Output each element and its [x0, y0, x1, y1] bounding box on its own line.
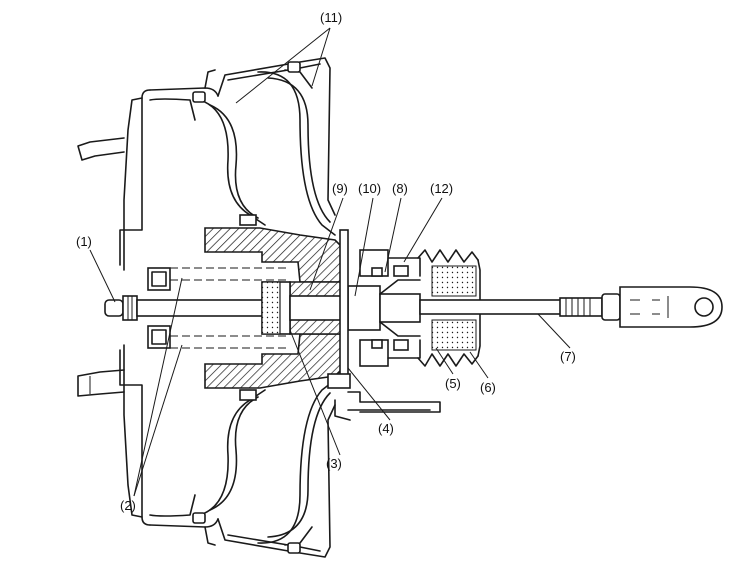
return-spring [170, 267, 290, 349]
leader-lines [89, 27, 571, 497]
callout-12: (12) [430, 181, 453, 196]
reaction-disc [261, 281, 281, 335]
callout-4: (4) [378, 421, 394, 436]
valve-plunger [289, 279, 421, 337]
poppet-valve [359, 249, 421, 367]
clevis [619, 286, 723, 328]
operating-rod [419, 293, 621, 321]
callout-11: (11) [320, 10, 342, 25]
rear-mounting-bolts [334, 391, 441, 421]
callout-8: (8) [392, 181, 408, 196]
callout-1: (1) [76, 234, 92, 249]
air-filter [431, 265, 477, 351]
callout-6: (6) [480, 380, 496, 395]
diaphragm-left [199, 99, 266, 516]
callout-7: (7) [560, 349, 576, 364]
callout-5: (5) [445, 376, 461, 391]
shell-seals [192, 61, 301, 554]
callout-9: (9) [332, 181, 348, 196]
callout-3: (3) [326, 456, 342, 471]
front-seal [147, 267, 171, 349]
front-mounting-bolts [77, 137, 125, 397]
callout-10: (10) [358, 181, 381, 196]
callout-labels: (11) (1) (2) (3) (4) (9) (10) (8) (12) (… [76, 10, 576, 513]
valve-stopper-key [327, 229, 351, 389]
callout-2: (2) [120, 498, 136, 513]
